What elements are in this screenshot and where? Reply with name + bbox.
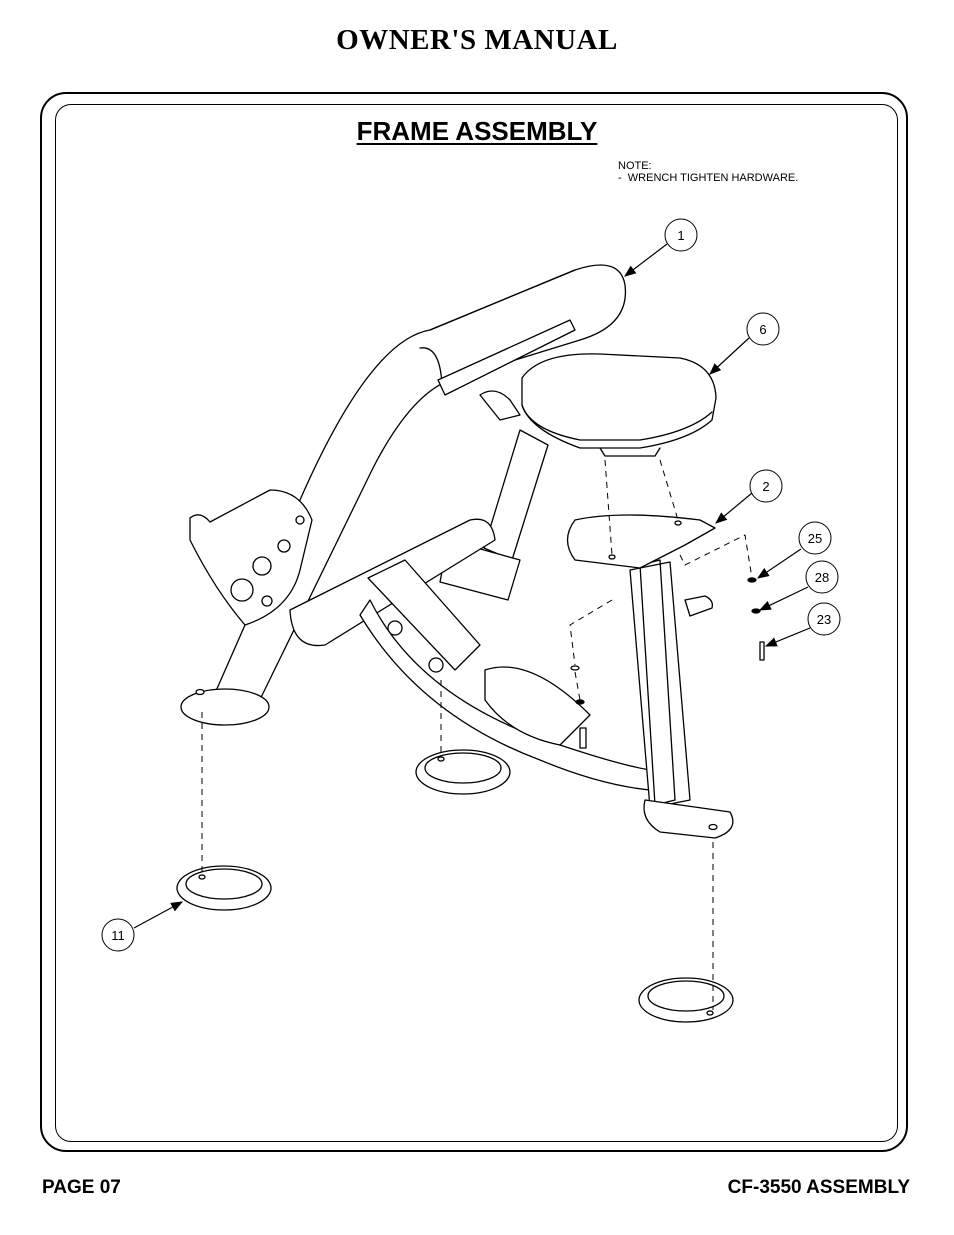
outer-frame — [40, 92, 908, 1152]
section-title: FRAME ASSEMBLY — [0, 116, 954, 147]
washer-28 — [751, 608, 761, 614]
left-side-plate — [189, 489, 313, 626]
callout-1-label: 1 — [677, 228, 684, 243]
callout-25-label: 25 — [808, 531, 822, 546]
model-assembly-label: CF-3550 ASSEMBLY — [727, 1177, 910, 1198]
pivot-arm — [367, 559, 481, 671]
section-title-text: FRAME ASSEMBLY — [356, 116, 598, 146]
callout-6 — [746, 312, 780, 346]
floor-pad-center — [415, 749, 511, 795]
note-block: NOTE: - WRENCH TIGHTEN HARDWARE. — [618, 160, 798, 184]
left-floor-plate — [180, 688, 270, 726]
washer-25 — [747, 577, 757, 583]
callout-11-label: 11 — [111, 928, 125, 943]
front-floor-plate — [643, 799, 734, 839]
callout-25 — [798, 521, 832, 555]
callout-2 — [749, 469, 783, 503]
seat-pad — [521, 353, 717, 449]
callout-11 — [101, 918, 135, 952]
bolt-23 — [759, 641, 765, 661]
callout-28 — [805, 560, 839, 594]
callout-1 — [664, 218, 698, 252]
callout-23-label: 23 — [817, 612, 831, 627]
note-heading: NOTE: — [618, 160, 652, 172]
floor-pad-front — [638, 977, 734, 1023]
callout-6-label: 6 — [759, 322, 766, 337]
note-line: - WRENCH TIGHTEN HARDWARE. — [618, 172, 799, 184]
callout-28-label: 28 — [815, 570, 829, 585]
seat-plate — [566, 514, 716, 569]
manual-title: OWNER'S MANUAL — [336, 24, 618, 56]
main-arch-tube — [211, 264, 627, 721]
inner-frame — [55, 104, 898, 1142]
callout-23 — [807, 602, 841, 636]
seat-post — [629, 561, 691, 809]
page-number: PAGE 07 — [42, 1177, 121, 1198]
callout-2-label: 2 — [762, 479, 769, 494]
floor-pad-left — [176, 865, 272, 911]
